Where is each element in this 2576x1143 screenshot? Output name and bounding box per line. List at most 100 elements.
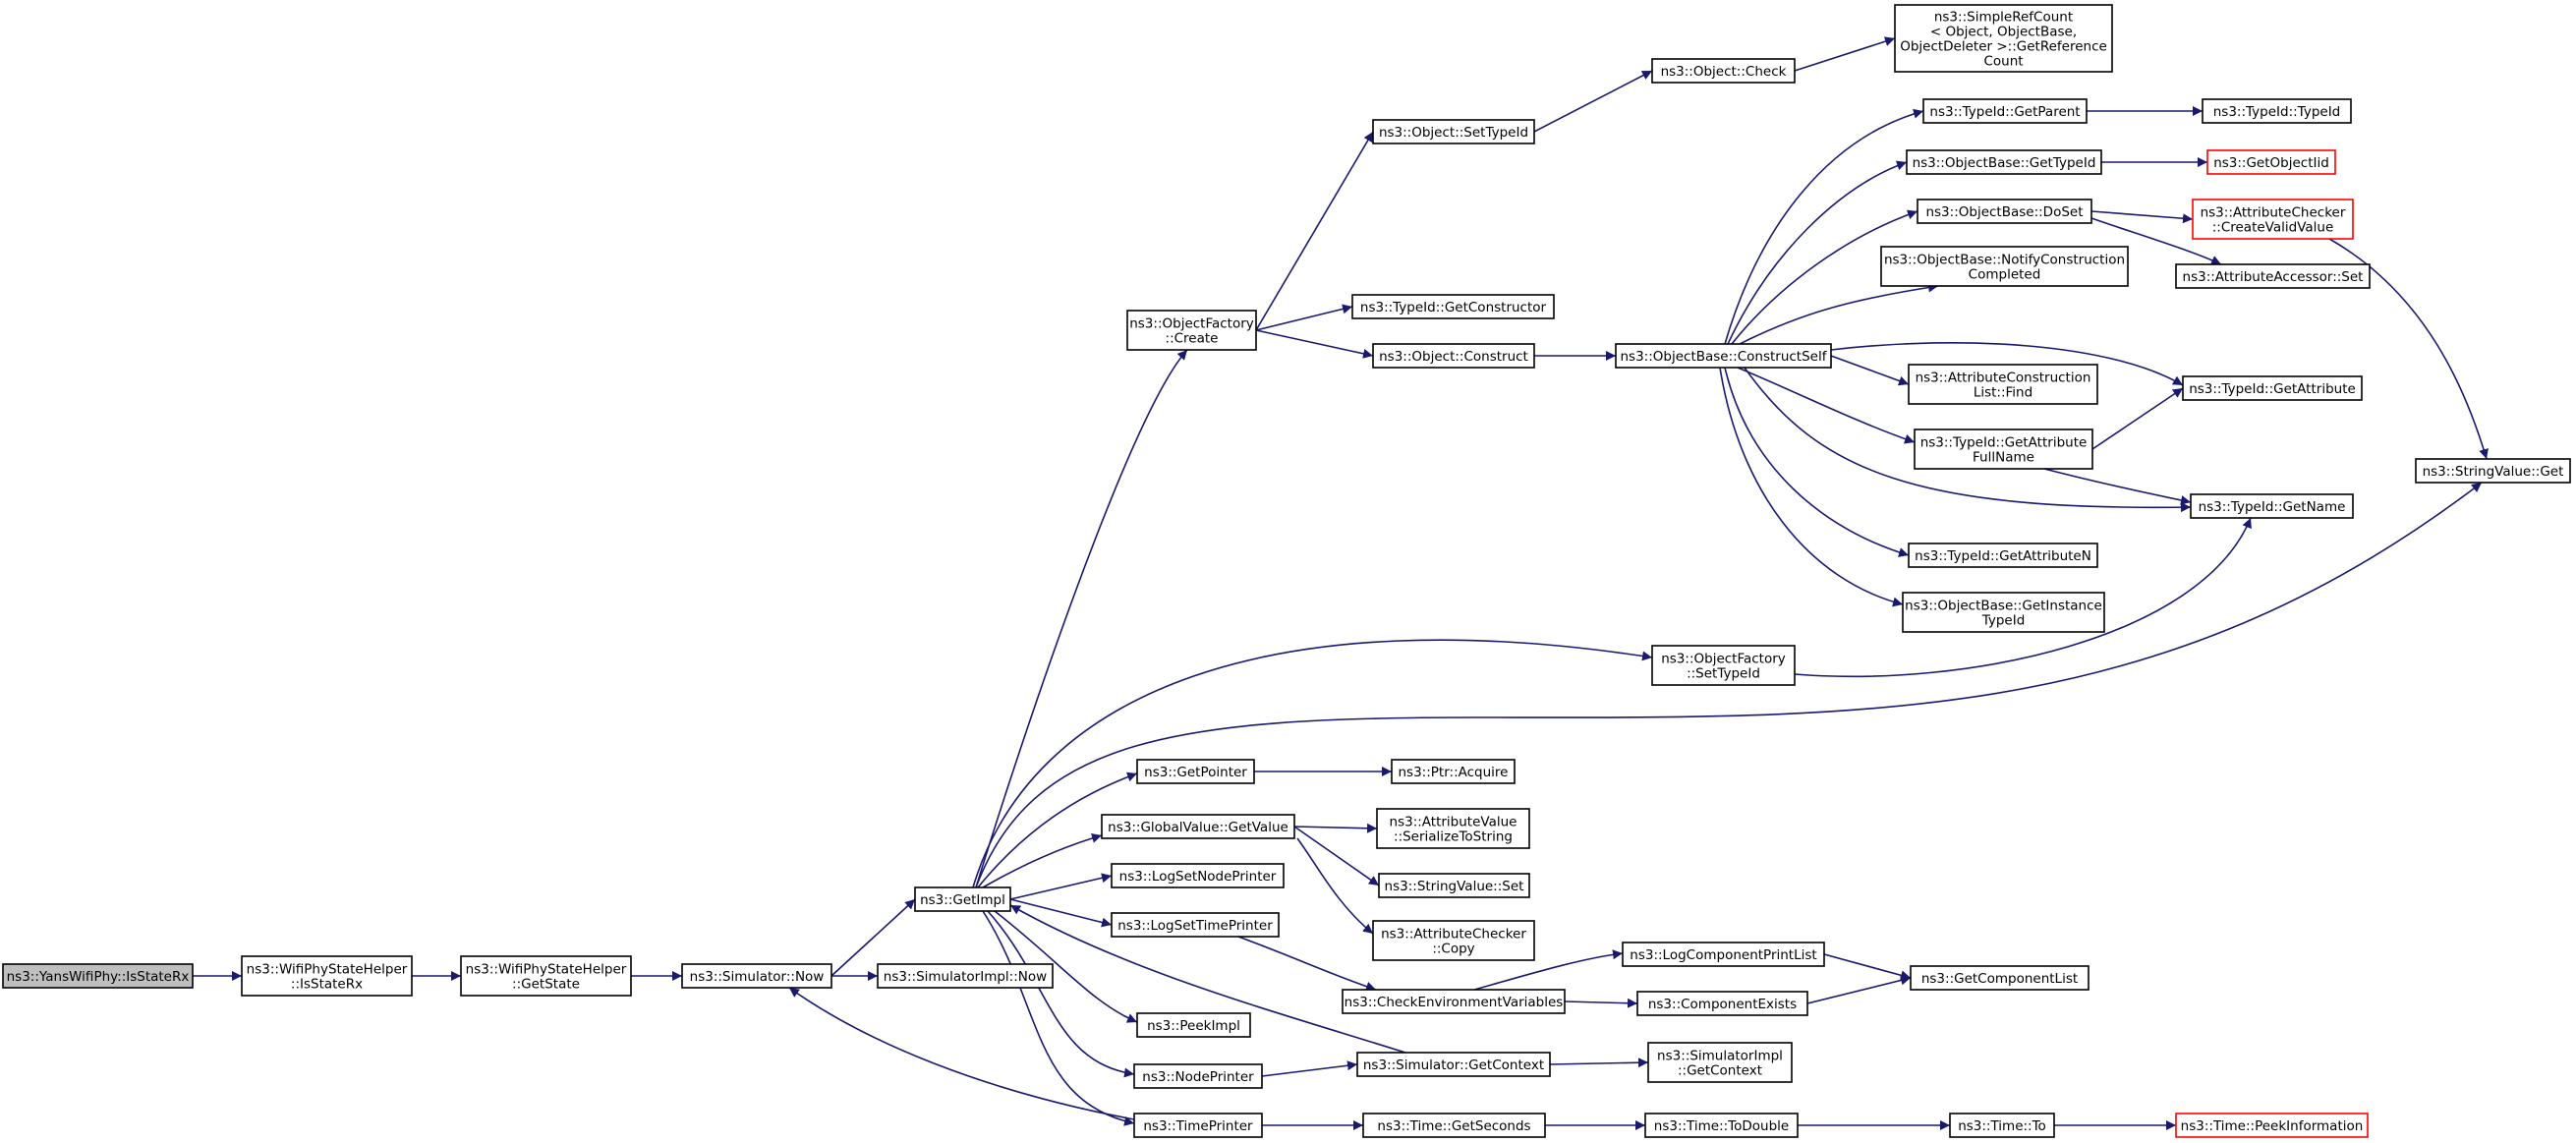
graph-node-type-id-get-constructor[interactable]: ns3::TypeId::GetConstructor bbox=[1351, 294, 1555, 319]
node-box[interactable] bbox=[2202, 98, 2352, 124]
graph-node-peek-impl[interactable]: ns3::PeekImpl bbox=[1136, 1012, 1251, 1038]
graph-node-comp-exists[interactable]: ns3::ComponentExists bbox=[1636, 991, 1808, 1016]
node-box[interactable] bbox=[2192, 199, 2354, 240]
node-box[interactable] bbox=[1644, 1113, 1799, 1138]
node-box[interactable] bbox=[1372, 920, 1535, 961]
node-box[interactable] bbox=[1111, 912, 1280, 938]
graph-node-obj-construct[interactable]: ns3::Object::Construct bbox=[1372, 343, 1535, 369]
graph-node-time-printer[interactable]: ns3::TimePrinter bbox=[1133, 1113, 1263, 1138]
node-box[interactable] bbox=[1651, 645, 1796, 686]
graph-node-get-pointer[interactable]: ns3::GetPointer bbox=[1136, 759, 1255, 784]
node-box[interactable] bbox=[1880, 246, 2129, 287]
graph-node-obj-factory-create[interactable]: ns3::ObjectFactory::Create bbox=[1126, 310, 1257, 351]
node-box[interactable] bbox=[1342, 989, 1566, 1014]
node-box[interactable] bbox=[1126, 310, 1257, 351]
node-box[interactable] bbox=[241, 955, 413, 997]
node-box[interactable] bbox=[1615, 343, 1832, 369]
graph-node-tid-get-name[interactable]: ns3::TypeId::GetName bbox=[2190, 493, 2354, 519]
graph-node-time-to[interactable]: ns3::Time::To bbox=[1949, 1113, 2055, 1138]
node-box[interactable] bbox=[1922, 98, 2088, 124]
graph-node-ac-create-valid[interactable]: ns3::AttributeChecker::CreateValidValue bbox=[2192, 199, 2354, 240]
graph-node-ob-notify[interactable]: ns3::ObjectBase::NotifyConstructionCompl… bbox=[1880, 246, 2129, 287]
graph-node-time-peek-info[interactable]: ns3::Time::PeekInformation bbox=[2175, 1113, 2369, 1138]
node-box[interactable] bbox=[1651, 58, 1796, 84]
node-box[interactable] bbox=[1133, 1113, 1263, 1138]
graph-node-log-set-time-printer[interactable]: ns3::LogSetTimePrinter bbox=[1111, 912, 1280, 938]
graph-node-is-state-rx[interactable]: ns3::WifiPhyStateHelper::IsStateRx bbox=[241, 955, 413, 997]
node-box[interactable] bbox=[1914, 429, 2093, 470]
node-box[interactable] bbox=[877, 963, 1054, 989]
graph-node-of-set-type-id[interactable]: ns3::ObjectFactory::SetTypeId bbox=[1651, 645, 1796, 686]
graph-node-time-to-double[interactable]: ns3::Time::ToDouble bbox=[1644, 1113, 1799, 1138]
graph-node-sv-set[interactable]: ns3::StringValue::Set bbox=[1378, 873, 1530, 898]
graph-node-gv-get-value[interactable]: ns3::GlobalValue::GetValue bbox=[1101, 814, 1295, 839]
graph-node-ac-copy[interactable]: ns3::AttributeChecker::Copy bbox=[1372, 920, 1535, 961]
graph-node-obj-check[interactable]: ns3::Object::Check bbox=[1651, 58, 1796, 84]
graph-node-log-comp-print-list[interactable]: ns3::LogComponentPrintList bbox=[1622, 942, 1825, 967]
graph-node-sim-impl-get-context[interactable]: ns3::SimulatorImpl::GetContext bbox=[1647, 1042, 1793, 1083]
node-box[interactable] bbox=[1647, 1042, 1793, 1083]
node-box[interactable] bbox=[914, 886, 1011, 912]
node-box[interactable] bbox=[1372, 343, 1535, 369]
graph-node-sv-get[interactable]: ns3::StringValue::Get bbox=[2415, 458, 2571, 484]
graph-node-sim-get-context[interactable]: ns3::Simulator::GetContext bbox=[1356, 1052, 1551, 1077]
node-box[interactable] bbox=[2206, 149, 2336, 175]
graph-node-node-printer[interactable]: ns3::NodePrinter bbox=[1133, 1063, 1263, 1089]
node-box[interactable] bbox=[1376, 808, 1530, 849]
graph-node-av-serialize[interactable]: ns3::AttributeValue::SerializeToString bbox=[1376, 808, 1530, 849]
node-box[interactable] bbox=[2, 963, 194, 989]
graph-node-sim-impl-now[interactable]: ns3::SimulatorImpl::Now bbox=[877, 963, 1054, 989]
graph-node-ob-construct-self[interactable]: ns3::ObjectBase::ConstructSelf bbox=[1615, 343, 1832, 369]
graph-node-get-state[interactable]: ns3::WifiPhyStateHelper::GetState bbox=[460, 955, 632, 997]
graph-node-tid-get-attr-n[interactable]: ns3::TypeId::GetAttributeN bbox=[1908, 543, 2098, 568]
node-box[interactable] bbox=[1906, 149, 2102, 175]
graph-node-ob-do-set[interactable]: ns3::ObjectBase::DoSet bbox=[1917, 199, 2092, 224]
graph-node-log-set-node-printer[interactable]: ns3::LogSetNodePrinter bbox=[1111, 863, 1285, 888]
graph-node-obj-set-type-id[interactable]: ns3::Object::SetTypeId bbox=[1372, 119, 1535, 144]
node-box[interactable] bbox=[1622, 942, 1825, 967]
node-box[interactable] bbox=[2175, 1113, 2369, 1138]
graph-node-root[interactable]: ns3::YansWifiPhy::IsStateRx bbox=[2, 963, 194, 989]
node-box[interactable] bbox=[2175, 263, 2371, 289]
node-box[interactable] bbox=[1136, 759, 1255, 784]
node-box[interactable] bbox=[1949, 1113, 2055, 1138]
graph-node-aa-set[interactable]: ns3::AttributeAccessor::Set bbox=[2175, 263, 2371, 289]
node-box[interactable] bbox=[1902, 592, 2105, 633]
node-box[interactable] bbox=[1356, 1052, 1551, 1077]
graph-node-time-get-seconds[interactable]: ns3::Time::GetSeconds bbox=[1362, 1113, 1546, 1138]
graph-node-sim-now[interactable]: ns3::Simulator::Now bbox=[681, 963, 832, 989]
node-box[interactable] bbox=[1391, 759, 1516, 784]
node-box[interactable] bbox=[1910, 965, 2089, 991]
node-box[interactable] bbox=[460, 955, 632, 997]
graph-node-tid-get-attribute[interactable]: ns3::TypeId::GetAttribute bbox=[2182, 375, 2363, 401]
graph-node-get-impl[interactable]: ns3::GetImpl bbox=[914, 886, 1011, 912]
graph-node-src-get-ref-count[interactable]: ns3::SimpleRefCount< Object, ObjectBase,… bbox=[1894, 4, 2113, 73]
node-box[interactable] bbox=[1362, 1113, 1546, 1138]
node-box[interactable] bbox=[2182, 375, 2363, 401]
node-box[interactable] bbox=[1917, 199, 2092, 224]
node-box[interactable] bbox=[1372, 119, 1535, 144]
node-box[interactable] bbox=[1908, 543, 2098, 568]
node-box[interactable] bbox=[1101, 814, 1295, 839]
node-box[interactable] bbox=[2415, 458, 2571, 484]
graph-node-check-env[interactable]: ns3::CheckEnvironmentVariables bbox=[1342, 989, 1566, 1014]
node-box[interactable] bbox=[1136, 1012, 1251, 1038]
graph-node-type-id-get-parent[interactable]: ns3::TypeId::GetParent bbox=[1922, 98, 2088, 124]
node-box[interactable] bbox=[1636, 991, 1808, 1016]
node-box[interactable] bbox=[1908, 364, 2098, 405]
node-box[interactable] bbox=[1351, 294, 1555, 319]
node-box[interactable] bbox=[2190, 493, 2354, 519]
graph-node-ob-get-type-id[interactable]: ns3::ObjectBase::GetTypeId bbox=[1906, 149, 2102, 175]
node-box[interactable] bbox=[1133, 1063, 1263, 1089]
graph-node-get-component-list[interactable]: ns3::GetComponentList bbox=[1910, 965, 2089, 991]
node-box[interactable] bbox=[1894, 4, 2113, 73]
graph-node-tid-type-id[interactable]: ns3::TypeId::TypeId bbox=[2202, 98, 2352, 124]
node-box[interactable] bbox=[1378, 873, 1530, 898]
node-box[interactable] bbox=[1111, 863, 1285, 888]
graph-node-ptr-acquire[interactable]: ns3::Ptr::Acquire bbox=[1391, 759, 1516, 784]
node-box[interactable] bbox=[681, 963, 832, 989]
graph-node-get-object-iid[interactable]: ns3::GetObjectIid bbox=[2206, 149, 2336, 175]
